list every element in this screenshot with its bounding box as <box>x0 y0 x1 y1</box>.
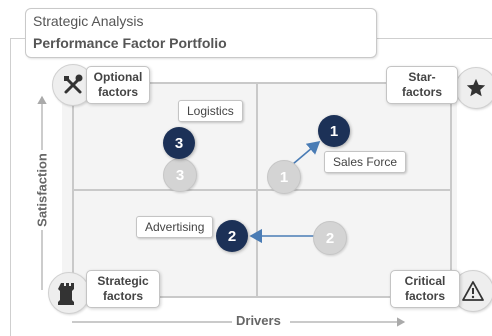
previous-marker-logistics: 3 <box>163 158 197 192</box>
grid-horizontal-divider <box>72 189 452 191</box>
page-subtitle: Strategic Analysis <box>33 13 144 29</box>
page-title: Performance Factor Portfolio <box>33 35 227 51</box>
grid-top <box>72 82 452 84</box>
factor-tag-logistics: Logistics <box>178 100 243 122</box>
grid-vertical-divider <box>256 82 258 298</box>
quadrant-label-optional-line2: factors <box>97 85 138 99</box>
quadrant-label-critical: Critical factors <box>390 270 460 308</box>
current-marker-sales-force: 1 <box>318 115 350 147</box>
factor-tag-advertising: Advertising <box>136 216 214 238</box>
frame-left-line <box>10 38 11 336</box>
quadrant-label-critical-line1: Critical <box>404 274 446 288</box>
quadrant-label-strategic-line1: Strategic <box>97 274 149 288</box>
quadrant-label-star-line1: Star- <box>408 70 436 84</box>
grid-bottom <box>72 296 452 298</box>
quadrant-label-strategic: Strategic factors <box>86 270 160 308</box>
y-axis-label: Satisfaction <box>34 153 50 227</box>
factor-tag-sales-force: Sales Force <box>324 151 407 173</box>
quadrant-label-star: Star- factors <box>386 66 458 104</box>
quadrant-label-optional-line1: Optional <box>93 70 143 84</box>
quadrant-label-critical-line2: factors <box>404 289 445 303</box>
previous-marker-sales-force: 1 <box>267 160 301 194</box>
x-axis-label: Drivers <box>236 313 281 328</box>
previous-marker-advertising: 2 <box>313 221 347 255</box>
quadrant-label-strategic-line2: factors <box>102 289 143 303</box>
quadrant-label-star-line2: factors <box>401 85 442 99</box>
star-icon <box>455 67 492 109</box>
tower-icon <box>48 272 90 314</box>
quadrant-label-optional: Optional factors <box>86 66 150 104</box>
current-marker-advertising: 2 <box>216 220 248 252</box>
current-marker-logistics: 3 <box>163 127 195 159</box>
title-box <box>25 8 377 58</box>
